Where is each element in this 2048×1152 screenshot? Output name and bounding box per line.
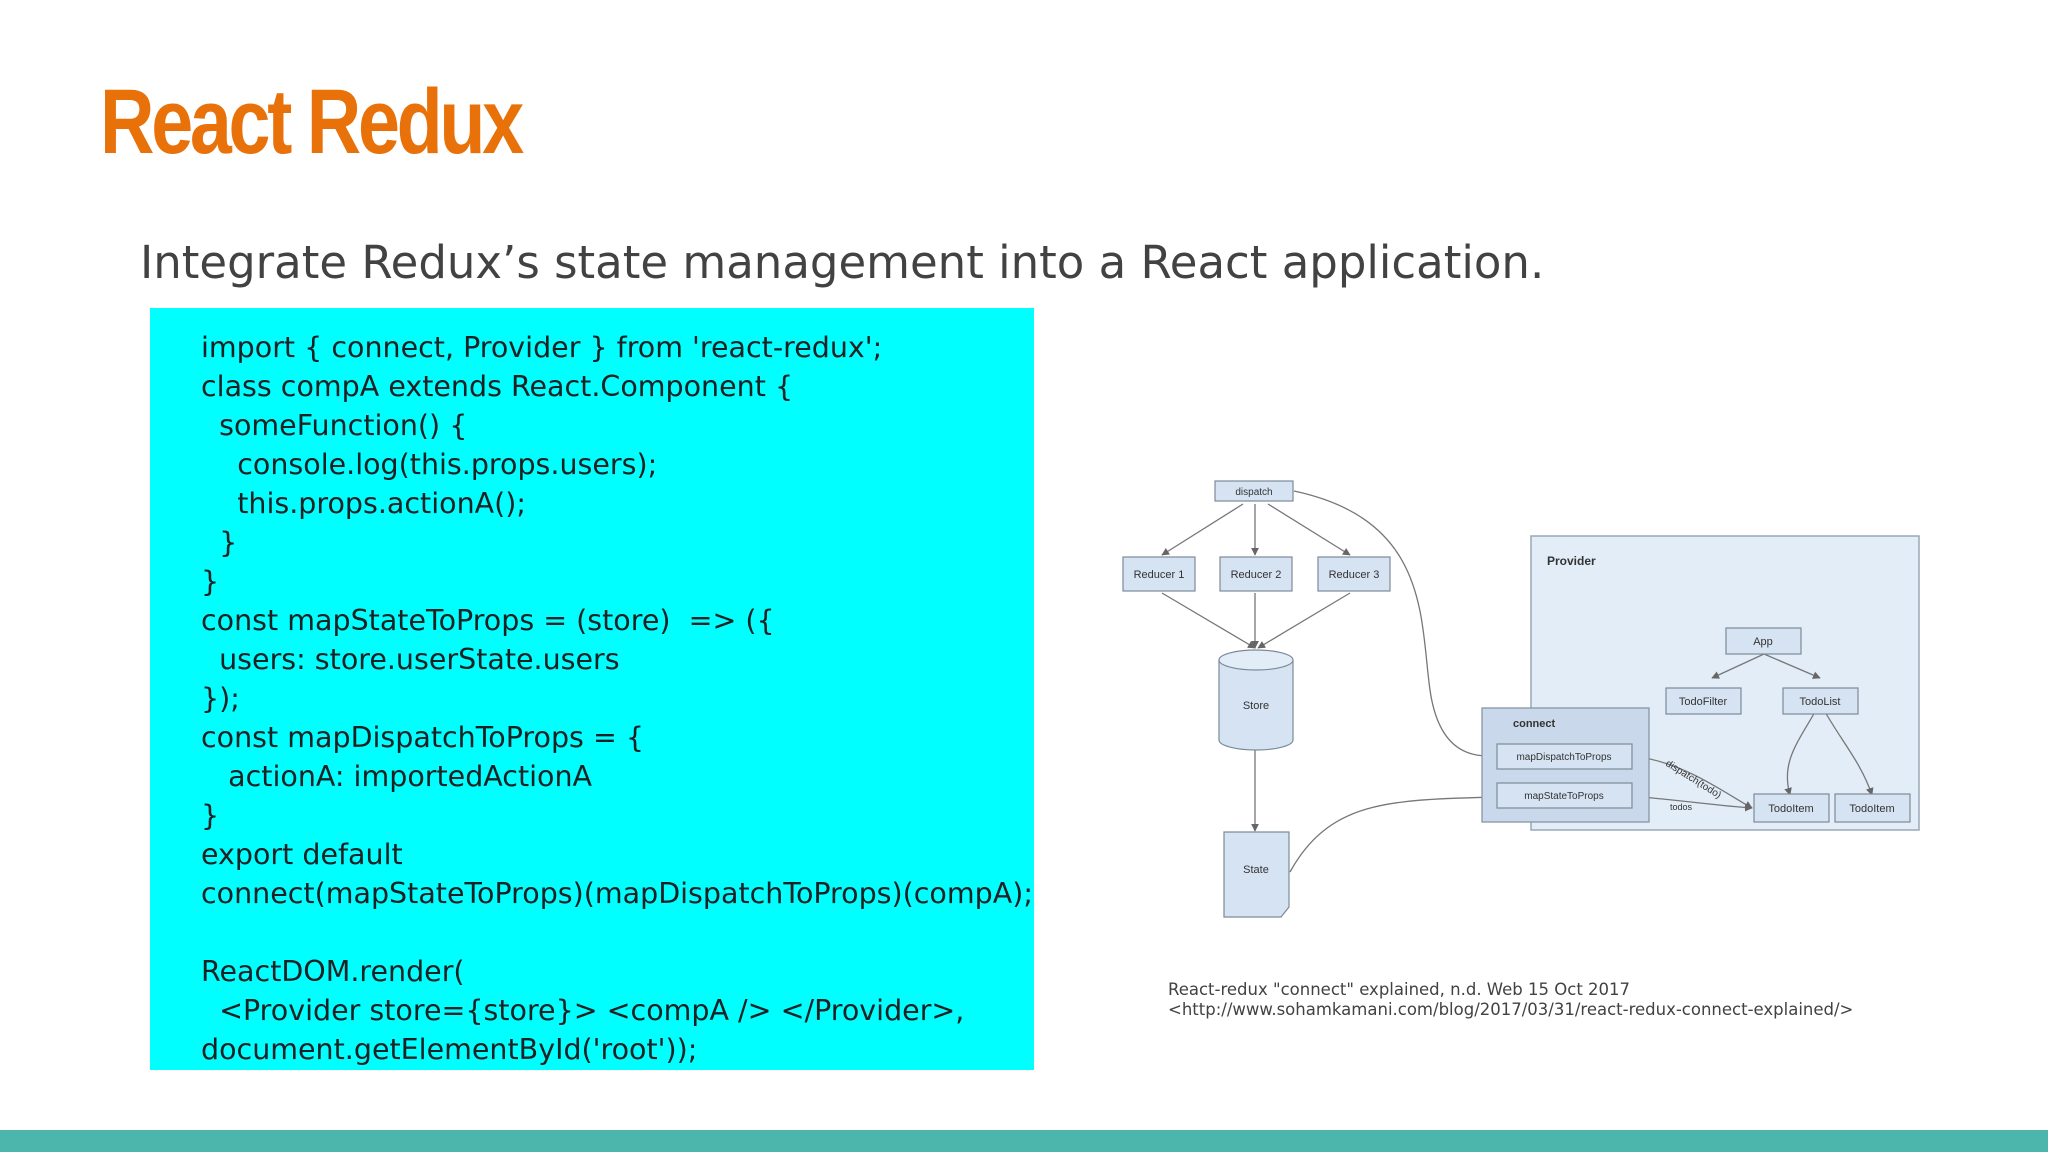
store-node — [1218, 649, 1294, 751]
app-label: App — [1753, 636, 1773, 648]
code-line: users: store.userState.users — [201, 643, 620, 676]
code-line: const mapDispatchToProps = { — [201, 721, 645, 754]
code-line: this.props.actionA(); — [201, 487, 526, 520]
code-block: import { connect, Provider } from 'react… — [150, 308, 1034, 1070]
map-state-node — [1496, 782, 1633, 809]
redux-flow-diagram: Provider dispatch Reducer 1 Reducer 2 Re… — [1122, 480, 1920, 918]
footer-bar — [0, 1130, 2048, 1152]
citation-line-2: <http://www.sohamkamani.com/blog/2017/03… — [1168, 1000, 1854, 1019]
edge-label-state: todos — [1670, 802, 1693, 812]
code-line: import { connect, Provider } from 'react… — [201, 331, 883, 364]
code-line: } — [201, 565, 220, 598]
code-line: actionA: importedActionA — [201, 760, 593, 793]
code-line: <Provider store={store}> <compA /> </Pro… — [201, 994, 965, 1027]
reducer-1-node — [1122, 556, 1196, 592]
code-line: } — [201, 799, 220, 832]
code-line: const mapStateToProps = (store) => ({ — [201, 604, 775, 637]
todofilter-label: TodoFilter — [1679, 696, 1728, 708]
code-line: export default — [201, 838, 403, 871]
map-state-label: mapStateToProps — [1524, 791, 1604, 802]
reducer-2-label: Reducer 2 — [1231, 569, 1282, 581]
state-node — [1223, 831, 1290, 918]
reducer-2-node — [1219, 556, 1293, 592]
store-label: Store — [1243, 700, 1269, 712]
todoitem-1-node — [1753, 793, 1830, 823]
reducer-3-node — [1317, 556, 1391, 592]
todoitem-2-label: TodoItem — [1849, 803, 1894, 815]
map-dispatch-label: mapDispatchToProps — [1516, 752, 1611, 763]
todoitem-1-label: TodoItem — [1768, 803, 1813, 815]
code-line: } — [201, 526, 238, 559]
provider-label: Provider — [1547, 554, 1596, 568]
code-line: ReactDOM.render( — [201, 955, 465, 988]
todolist-node — [1782, 687, 1859, 715]
slide-subtitle: Integrate Redux’s state management into … — [140, 236, 1545, 289]
reducer-1-label: Reducer 1 — [1134, 569, 1185, 581]
map-dispatch-node — [1496, 743, 1633, 770]
state-label: State — [1243, 864, 1269, 876]
connect-label: connect — [1513, 718, 1556, 730]
code-line: document.getElementById('root')); — [201, 1033, 698, 1066]
reducer-3-label: Reducer 3 — [1329, 569, 1380, 581]
code-line: class compA extends React.Component { — [201, 370, 794, 403]
todofilter-node — [1665, 687, 1742, 715]
dispatch-label: dispatch — [1235, 487, 1272, 498]
code-line: connect(mapStateToProps)(mapDispatchToPr… — [201, 877, 1033, 910]
code-line: console.log(this.props.users); — [201, 448, 658, 481]
citation: React-redux "connect" explained, n.d. We… — [1168, 980, 1853, 1020]
dispatch-node — [1214, 480, 1294, 502]
code-line: someFunction() { — [201, 409, 468, 442]
code-line: }); — [201, 682, 240, 715]
app-node — [1725, 627, 1802, 655]
slide-title: React Redux — [100, 71, 524, 173]
todoitem-2-node — [1834, 793, 1911, 823]
citation-line-1: React-redux "connect" explained, n.d. We… — [1168, 980, 1631, 999]
todolist-label: TodoList — [1800, 696, 1841, 708]
